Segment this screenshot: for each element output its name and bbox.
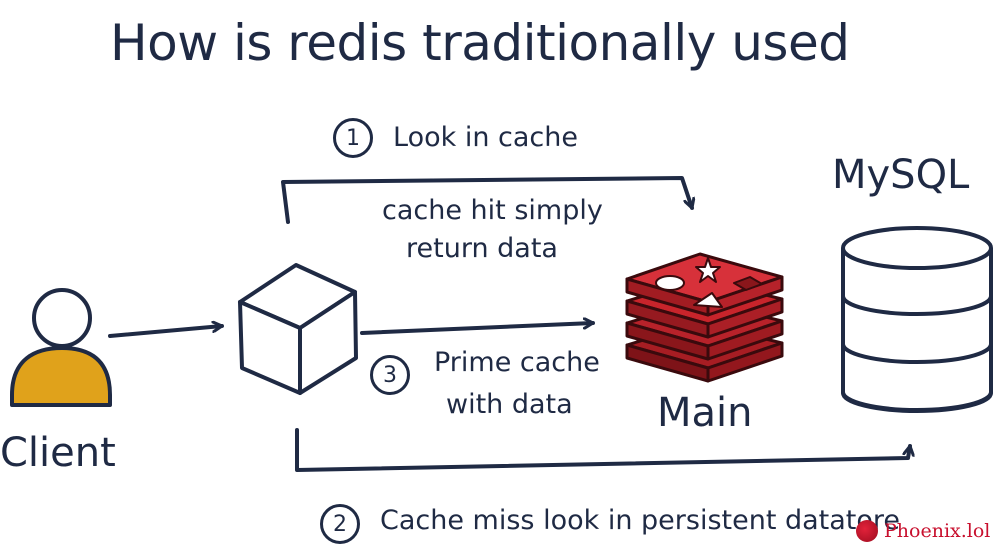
watermark: Phoenix.lol (856, 520, 990, 542)
step-2-label: Cache miss look in persistent datatore (380, 505, 901, 536)
client-label: Client (0, 430, 116, 476)
step-1-label: Look in cache (393, 122, 578, 153)
arrow-prime-cache (360, 323, 595, 335)
arrow-look-in-cache (281, 176, 692, 224)
step-3-number: 3 (370, 355, 410, 395)
client-person-icon (10, 288, 112, 407)
arrow-client-to-app (108, 326, 224, 338)
step-2-number: 2 (320, 504, 360, 544)
arrow-cache-miss (295, 428, 910, 472)
note-line-1: cache hit simply (382, 195, 603, 226)
mysql-label: MySQL (832, 152, 970, 198)
step-3-label-line-2: with data (446, 389, 573, 420)
step-3-label-line-1: Prime cache (434, 347, 600, 378)
step-1-number: 1 (333, 118, 373, 158)
redis-label: Main (657, 390, 753, 436)
cube-icon (238, 263, 358, 395)
note-line-2: return data (406, 233, 558, 264)
phoenix-logo-icon (856, 520, 878, 542)
redis-icon (625, 252, 784, 383)
page-title: How is redis traditionally used (110, 14, 850, 72)
database-icon (841, 226, 993, 413)
watermark-text: Phoenix.lol (884, 520, 991, 542)
